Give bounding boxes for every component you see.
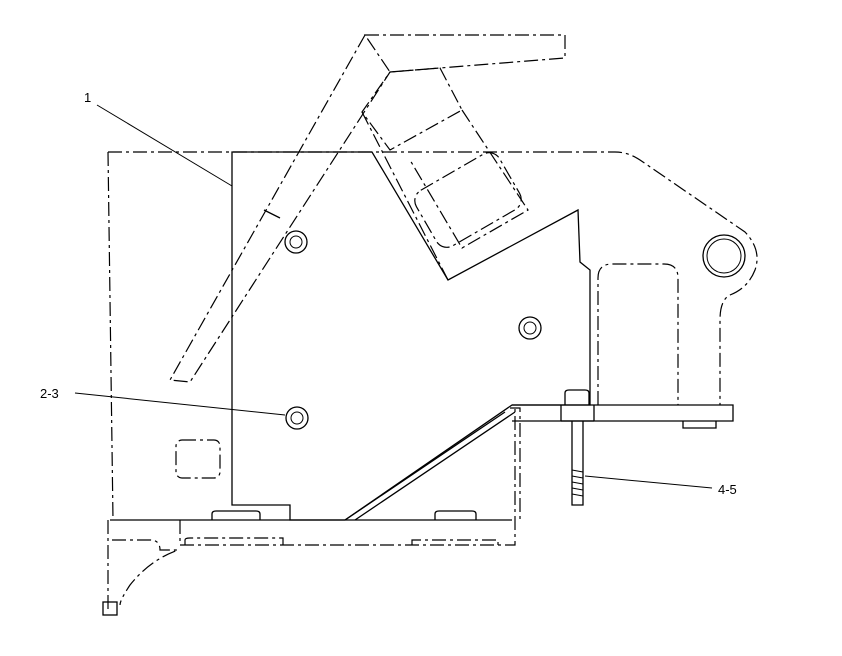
base-pad-left bbox=[211, 510, 261, 520]
leader-4-5 bbox=[584, 475, 713, 489]
lever-inner-block bbox=[361, 67, 463, 151]
callout-labels: 1 2-3 4-5 bbox=[40, 90, 737, 497]
bolt-head-right bbox=[518, 316, 542, 340]
gusset-base bbox=[510, 407, 521, 520]
housing-left-edge bbox=[107, 151, 114, 521]
pivot-hole bbox=[702, 234, 746, 278]
callout-4-5: 4-5 bbox=[718, 482, 737, 497]
base-plate bbox=[179, 408, 516, 546]
lever-handle bbox=[363, 34, 566, 73]
gusset-diagonal bbox=[344, 411, 516, 521]
lever-passthrough bbox=[263, 209, 281, 219]
diagonal-slot bbox=[361, 109, 529, 281]
leader-2-3 bbox=[74, 392, 286, 416]
bottom-pad-right bbox=[411, 539, 499, 545]
callout-2-3: 2-3 bbox=[40, 386, 59, 401]
foot-outline bbox=[107, 520, 179, 610]
bolt-head-upper bbox=[284, 230, 308, 254]
right-upright bbox=[597, 263, 679, 405]
foot-tip bbox=[102, 601, 118, 616]
leader-1 bbox=[96, 104, 233, 187]
flange-bolt bbox=[560, 389, 595, 506]
left-port bbox=[175, 439, 221, 479]
base-pad-right bbox=[434, 510, 477, 520]
leader-lines bbox=[74, 104, 713, 489]
fastener-group bbox=[284, 230, 746, 506]
housing-outline bbox=[108, 151, 758, 405]
window-outline bbox=[414, 152, 522, 248]
callout-1: 1 bbox=[84, 90, 91, 105]
phantom-outline-group bbox=[107, 34, 758, 610]
mounting-flange bbox=[512, 404, 734, 422]
flange-pad bbox=[682, 421, 717, 429]
bolt-head-lower bbox=[285, 406, 309, 430]
lever-shaft bbox=[169, 34, 391, 383]
bottom-pad-left bbox=[184, 537, 284, 545]
solid-outline-group bbox=[102, 151, 734, 616]
